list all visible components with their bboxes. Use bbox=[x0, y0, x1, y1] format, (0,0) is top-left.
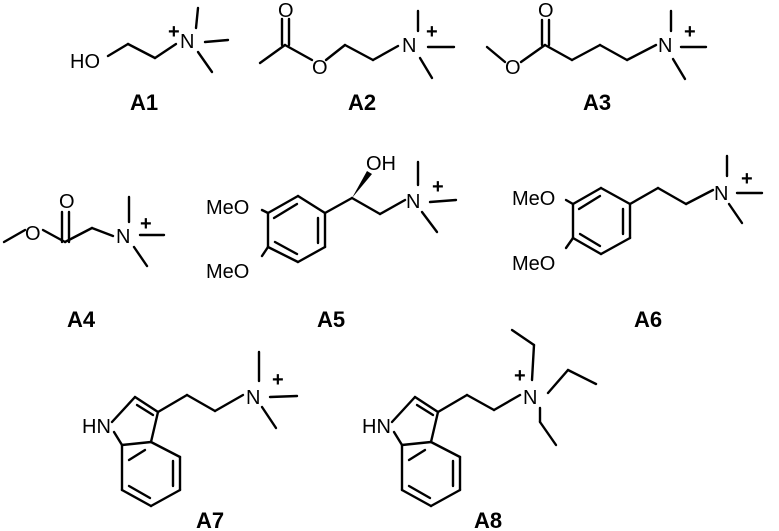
a8-bonds bbox=[390, 328, 598, 508]
a6-meo-top-label: MeO bbox=[512, 188, 555, 210]
a1-charge: + bbox=[168, 21, 180, 43]
a2-ester-o-label: O bbox=[312, 57, 328, 79]
compound-a2: O O N + A2 bbox=[258, 0, 456, 115]
a6-n-label: N bbox=[714, 183, 728, 205]
a1-n-label: N bbox=[180, 31, 194, 53]
compound-a3: O O N + A3 bbox=[485, 0, 708, 115]
a1-compound-label: A1 bbox=[130, 90, 158, 115]
a5-oh-label: OH bbox=[366, 153, 396, 175]
a5-meo-top-label: MeO bbox=[206, 197, 249, 219]
a8-compound-label: A8 bbox=[474, 508, 502, 531]
a2-n-label: N bbox=[402, 35, 416, 57]
compound-a5: OH MeO MeO N + A5 bbox=[206, 153, 458, 332]
a7-charge: + bbox=[272, 369, 284, 391]
a5-bonds bbox=[260, 160, 458, 264]
a8-n-label: N bbox=[523, 387, 537, 409]
a3-bonds bbox=[485, 9, 708, 81]
a3-compound-label: A3 bbox=[583, 90, 611, 115]
a3-ester-o-label: O bbox=[505, 57, 521, 79]
compound-a7: HN N + A7 bbox=[82, 350, 299, 531]
a3-n-label: N bbox=[658, 35, 672, 57]
compound-a8: HN N + A8 bbox=[362, 328, 598, 531]
a3-carbonyl-o-label: O bbox=[538, 0, 554, 22]
a5-charge: + bbox=[432, 176, 444, 198]
a4-bonds bbox=[2, 195, 166, 268]
a4-charge: + bbox=[140, 213, 152, 235]
a2-carbonyl-o-label: O bbox=[278, 0, 294, 22]
a1-ho-label: HO bbox=[70, 51, 100, 73]
a3-charge: + bbox=[684, 21, 696, 43]
a7-bonds bbox=[110, 350, 299, 508]
a4-carbonyl-o-label: O bbox=[59, 191, 75, 213]
compound-a1: HO N + A1 bbox=[70, 6, 230, 115]
a8-charge: + bbox=[514, 365, 526, 387]
a2-compound-label: A2 bbox=[348, 90, 376, 115]
a4-n-label: N bbox=[116, 226, 130, 248]
a7-compound-label: A7 bbox=[196, 508, 224, 531]
a4-compound-label: A4 bbox=[67, 307, 96, 332]
a5-meo-bottom-label: MeO bbox=[206, 261, 249, 283]
a1-bonds bbox=[106, 6, 230, 74]
a7-n-label: N bbox=[246, 387, 260, 409]
a6-meo-bottom-label: MeO bbox=[512, 253, 555, 275]
compound-a6: MeO MeO N + A6 bbox=[512, 154, 764, 332]
a4-ester-o-label: O bbox=[25, 223, 41, 245]
compound-a4: O O N + A4 bbox=[2, 191, 166, 332]
a7-hn-label: HN bbox=[82, 416, 111, 438]
a6-charge: + bbox=[741, 168, 753, 190]
a8-hn-label: HN bbox=[362, 416, 391, 438]
a5-stereo-wedge bbox=[352, 171, 372, 198]
a5-compound-label: A5 bbox=[317, 307, 345, 332]
a6-compound-label: A6 bbox=[634, 307, 662, 332]
a5-n-label: N bbox=[406, 191, 420, 213]
a2-charge: + bbox=[426, 21, 438, 43]
a6-bonds bbox=[564, 154, 764, 256]
a2-bonds bbox=[258, 9, 456, 80]
